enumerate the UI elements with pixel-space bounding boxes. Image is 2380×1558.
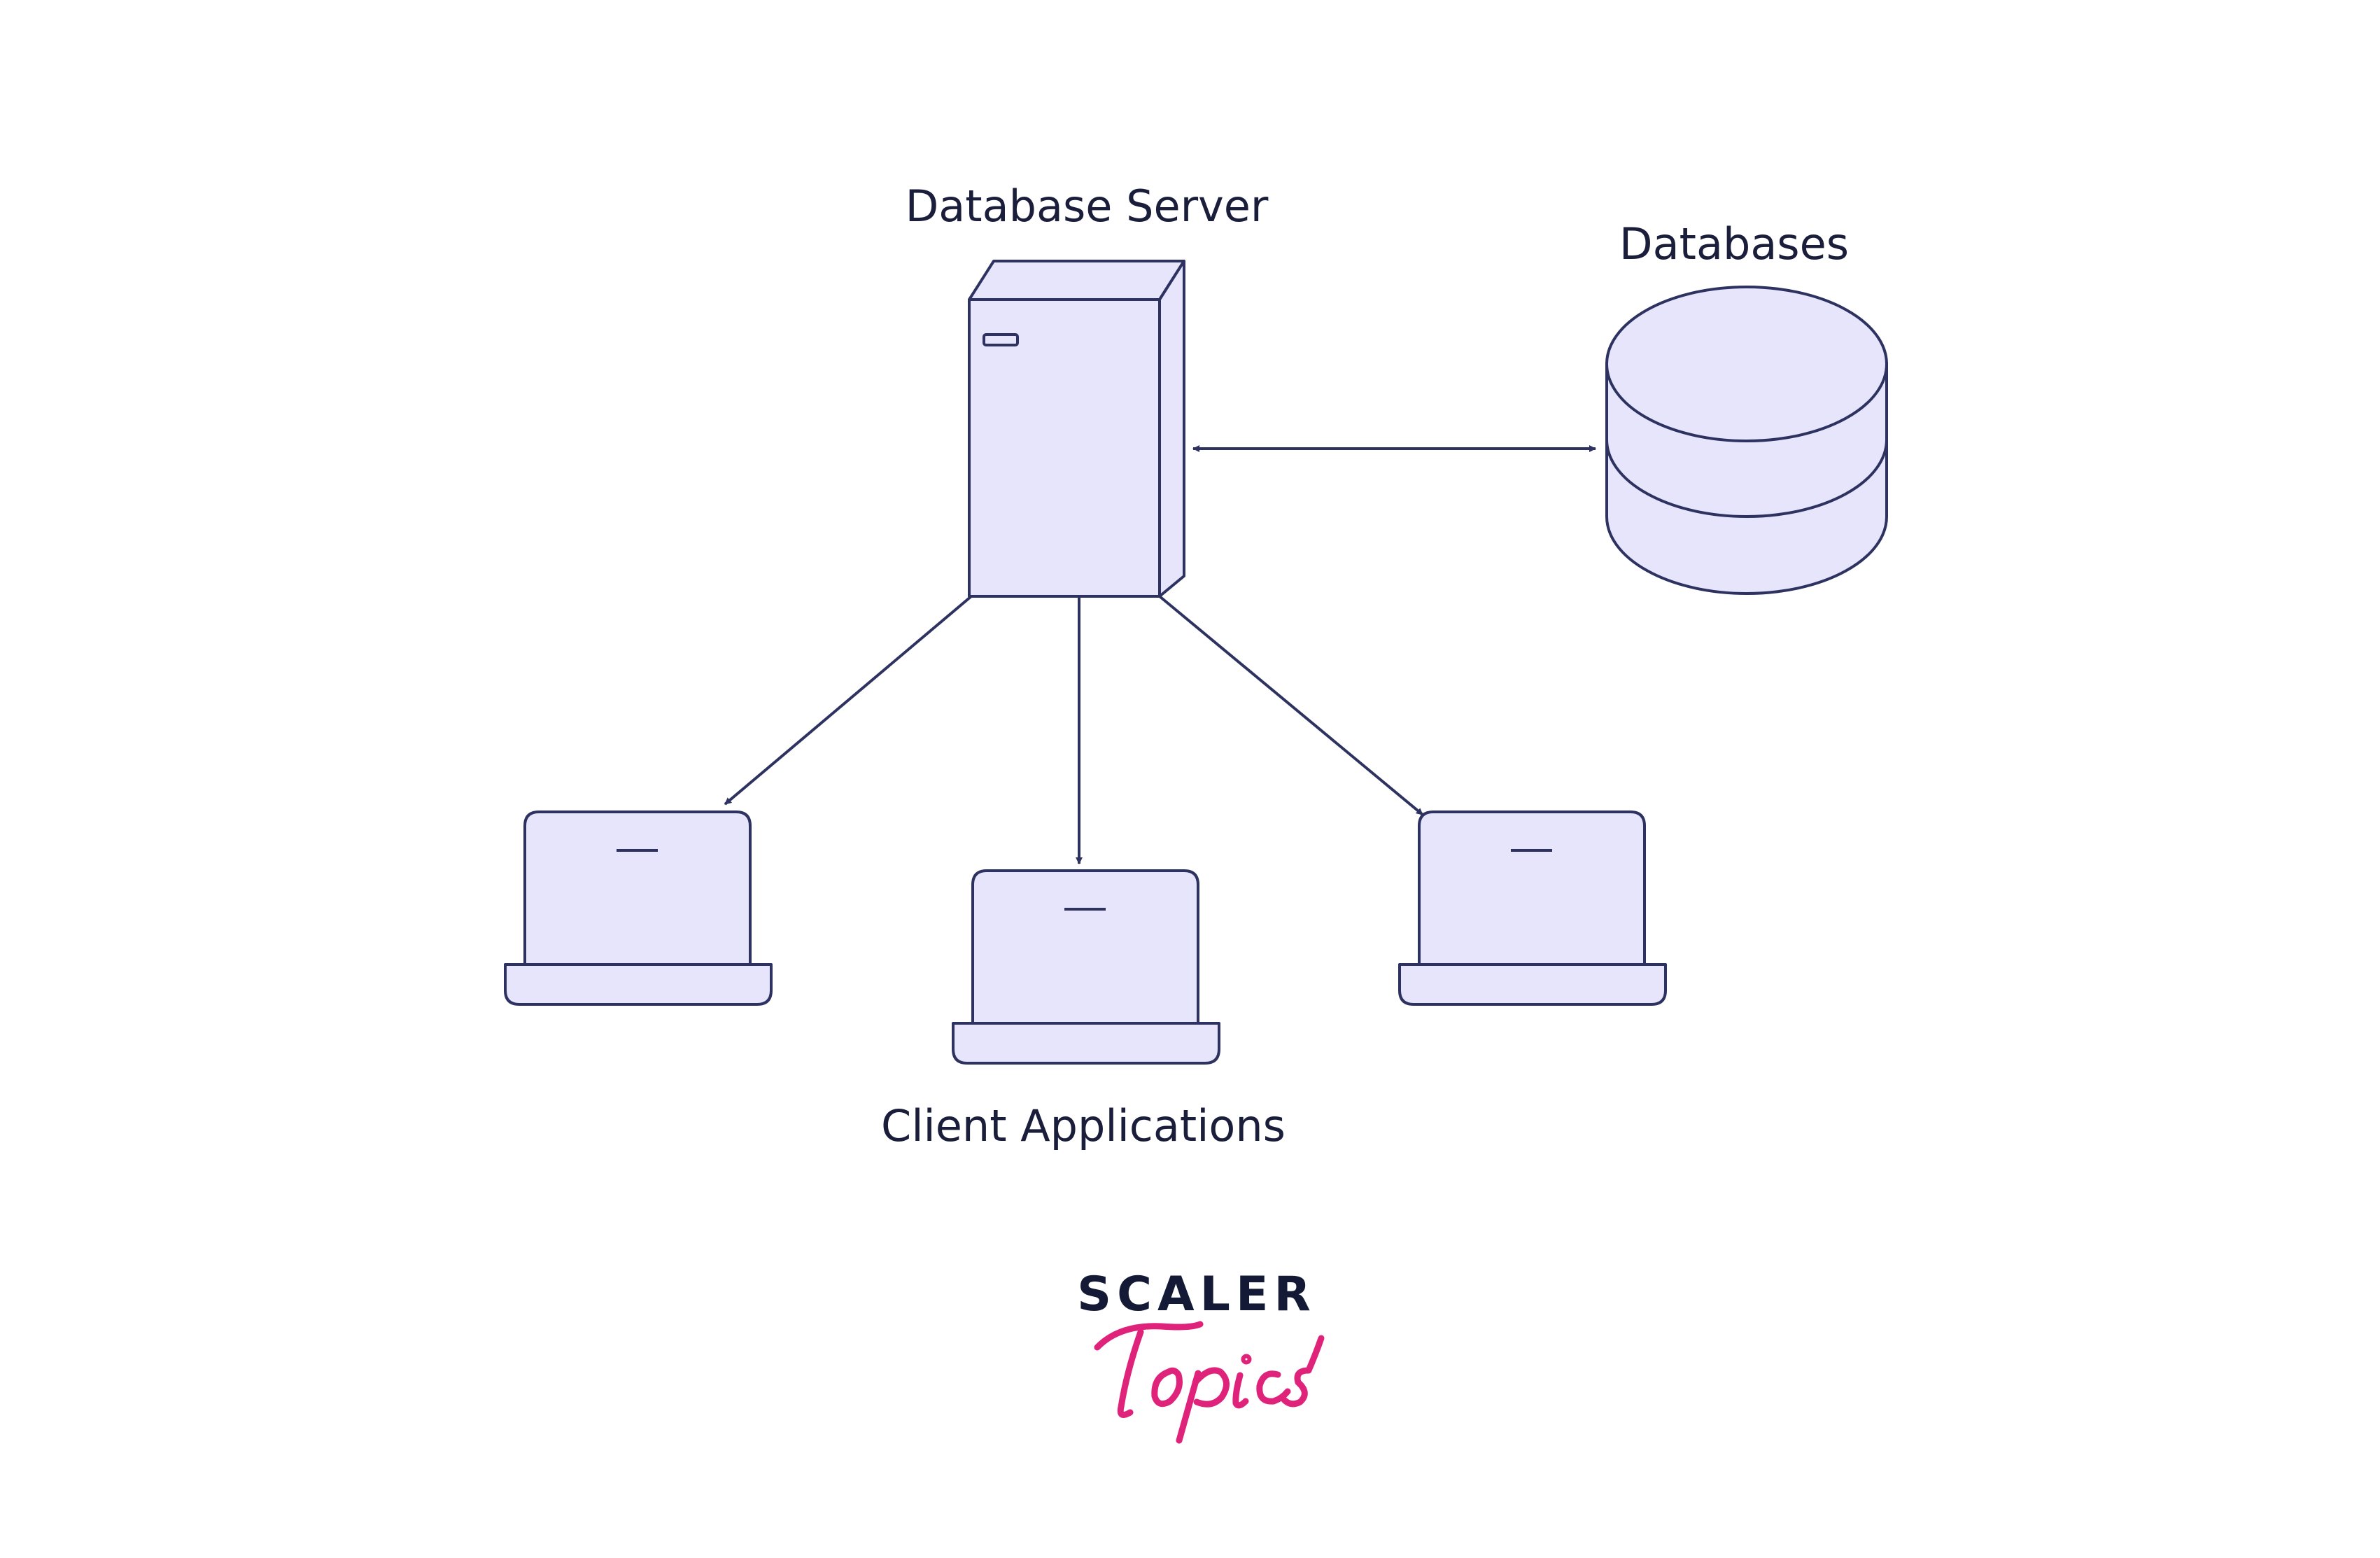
server-icon bbox=[968, 260, 1185, 598]
laptop-right-icon bbox=[1398, 810, 1667, 1006]
database-icon bbox=[1605, 286, 1888, 595]
databases-label: Databases bbox=[1619, 218, 1849, 269]
logo-wordmark: SCALER bbox=[1077, 1267, 1316, 1322]
server-client-left-arrow bbox=[724, 595, 973, 806]
clients-label: Client Applications bbox=[881, 1100, 1286, 1151]
logo-script bbox=[1094, 1321, 1325, 1444]
server-client-right-arrow bbox=[1158, 595, 1424, 816]
laptop-left-icon bbox=[504, 810, 773, 1006]
connections bbox=[724, 445, 1596, 864]
scaler-topics-logo: SCALER bbox=[1077, 1267, 1325, 1444]
server-label: Database Server bbox=[906, 181, 1269, 232]
laptop-center-icon bbox=[952, 869, 1220, 1065]
